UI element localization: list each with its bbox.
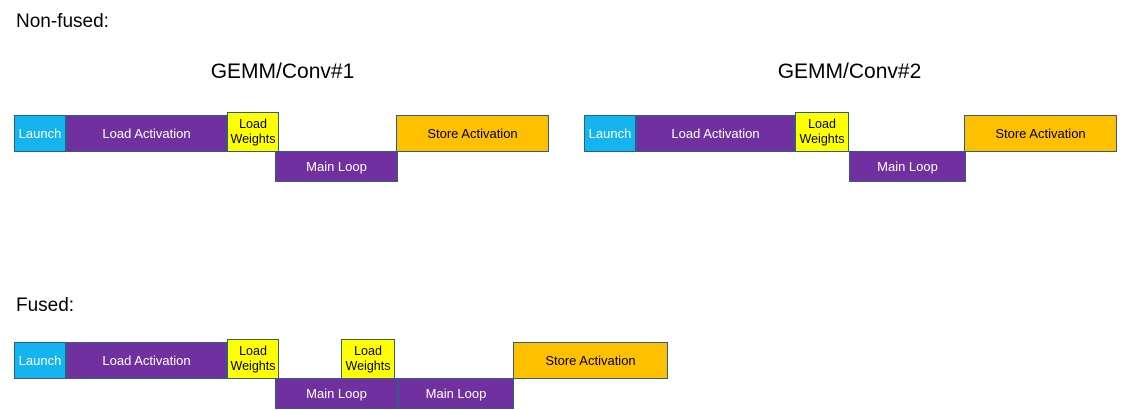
timeline-block-load-weights-fused-2: Load Weights <box>341 339 395 379</box>
timeline-block-store-activation-gemm1: Store Activation <box>396 115 549 152</box>
group-title-gemm-conv-2: GEMM/Conv#2 <box>777 60 922 83</box>
timeline-block-load-activation-gemm2: Load Activation <box>636 115 795 152</box>
timeline-block-store-activation-gemm2: Store Activation <box>964 115 1117 152</box>
section-label-non-fused: Non-fused: <box>16 11 109 32</box>
timeline-block-load-weights-fused-1: Load Weights <box>227 339 279 379</box>
group-title-gemm-conv-1: GEMM/Conv#1 <box>210 60 355 83</box>
timeline-block-main-loop-fused-2: Main Loop <box>398 378 514 409</box>
timeline-block-launch-fused: Launch <box>14 342 66 379</box>
timeline-block-launch-gemm1: Launch <box>14 115 66 152</box>
timeline-block-launch-gemm2: Launch <box>584 115 636 152</box>
timeline-block-main-loop-gemm2: Main Loop <box>849 151 966 182</box>
timeline-block-main-loop-fused-1: Main Loop <box>275 378 398 409</box>
timeline-block-load-activation-fused: Load Activation <box>66 342 227 379</box>
timeline-block-main-loop-gemm1: Main Loop <box>275 151 398 182</box>
section-label-fused: Fused: <box>16 295 75 316</box>
timeline-block-load-weights-gemm1: Load Weights <box>227 112 279 152</box>
timeline-block-store-activation-fused: Store Activation <box>513 342 668 379</box>
timeline-block-load-activation-gemm1: Load Activation <box>66 115 227 152</box>
timeline-block-load-weights-gemm2: Load Weights <box>795 112 849 152</box>
